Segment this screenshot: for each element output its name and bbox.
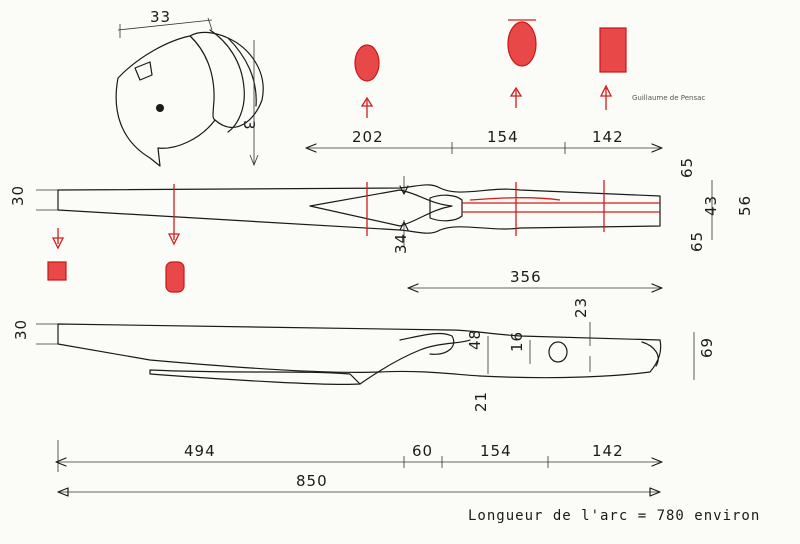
dim-30-side: 30	[12, 319, 30, 340]
dim-43: 43	[702, 195, 720, 216]
dim-356-row: 356	[407, 268, 663, 293]
dim-3: 3	[240, 120, 258, 131]
dim-494: 494	[184, 442, 216, 460]
top-dimension-row: 202 154 142	[305, 128, 663, 154]
bottom-dimension-row: 494 60 154 142	[55, 440, 663, 472]
dim-850: 850	[296, 472, 328, 490]
dim-202: 202	[352, 128, 384, 146]
dim-65-a: 65	[678, 157, 696, 178]
section-oval-2	[507, 21, 537, 67]
dim-154-top: 154	[487, 128, 519, 146]
dim-60: 60	[412, 442, 433, 460]
dim-69: 69	[698, 337, 716, 358]
dim-34: 34	[392, 233, 410, 254]
dim-21: 21	[472, 391, 490, 412]
section-oval-1	[354, 44, 380, 82]
nut-sketch: 33 3	[115, 8, 264, 167]
section-markers-top	[354, 19, 627, 118]
dim-23: 23	[572, 297, 590, 318]
dim-33: 33	[150, 8, 171, 26]
dim-65-b: 65	[688, 231, 706, 252]
trigger-hole	[548, 341, 568, 363]
section-rect-1	[599, 27, 627, 73]
section-square-1	[47, 261, 67, 281]
overall-length-row: 850	[57, 472, 661, 497]
dim-16: 16	[508, 331, 526, 352]
dim-356: 356	[510, 268, 542, 286]
nut-pin-hole	[156, 104, 164, 112]
tiller-top-view	[57, 176, 661, 246]
author-signature: Guillaume de Pensac	[632, 94, 705, 102]
dim-30-top: 30	[9, 185, 27, 206]
dim-142-top: 142	[592, 128, 624, 146]
dim-56: 56	[736, 195, 754, 216]
dim-48: 48	[466, 329, 484, 350]
bow-length-note: Longueur de l'arc = 780 environ	[468, 508, 760, 524]
dim-142-bottom: 142	[592, 442, 624, 460]
dim-154-bottom: 154	[480, 442, 512, 460]
section-markers-mid	[47, 184, 185, 293]
section-rounded-1	[165, 261, 185, 293]
tiller-side-view	[57, 322, 662, 385]
